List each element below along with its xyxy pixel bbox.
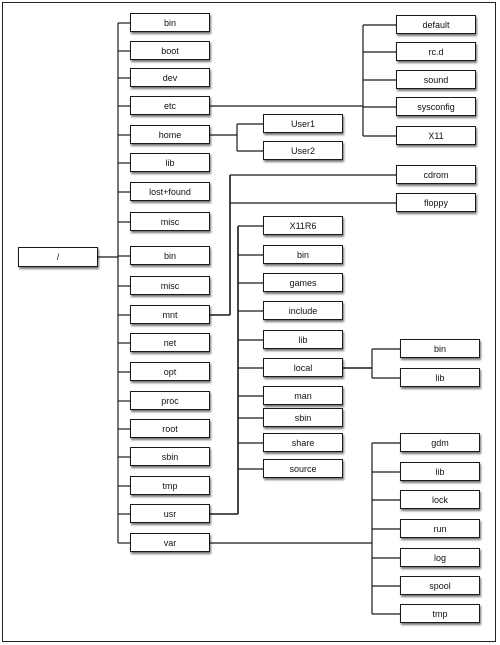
node-lib: lib [130,153,210,172]
node-usr-local: local [263,358,343,377]
node-var-log: log [400,548,480,567]
node-mnt: mnt [130,305,210,324]
node-var-tmp: tmp [400,604,480,623]
node-etc-rc-d: rc.d [396,42,476,61]
node-usr-source: source [263,459,343,478]
node-var-lib: lib [400,462,480,481]
node-home: home [130,125,210,144]
node-tmp: tmp [130,476,210,495]
node-usr-include: include [263,301,343,320]
node-etc-default: default [396,15,476,34]
node-var-run: run [400,519,480,538]
node-usr-games: games [263,273,343,292]
node-usr-x11r6: X11R6 [263,216,343,235]
node-dev: dev [130,68,210,87]
node-home-user1: User1 [263,114,343,133]
node-sbin: sbin [130,447,210,466]
node-home-user2: User2 [263,141,343,160]
node-var-spool: spool [400,576,480,595]
node-usr-man: man [263,386,343,405]
node-usr-share: share [263,433,343,452]
node-opt: opt [130,362,210,381]
node-local-lib: lib [400,368,480,387]
node-net: net [130,333,210,352]
node-mnt-cdrom: cdrom [396,165,476,184]
node-etc-sysconfig: sysconfig [396,97,476,116]
node-var: var [130,533,210,552]
node-root-dir: root [130,419,210,438]
node-etc-sound: sound [396,70,476,89]
node-boot: boot [130,41,210,60]
node-proc: proc [130,391,210,410]
node-misc-2: misc [130,276,210,295]
node-etc: etc [130,96,210,115]
node-mnt-floppy: floppy [396,193,476,212]
node-bin: bin [130,13,210,32]
node-usr: usr [130,504,210,523]
node-var-lock: lock [400,490,480,509]
node-usr-sbin: sbin [263,408,343,427]
node-lost-found: lost+found [130,182,210,201]
node-local-bin: bin [400,339,480,358]
node-var-gdm: gdm [400,433,480,452]
node-root: / [18,247,98,267]
node-usr-bin: bin [263,245,343,264]
node-usr-lib: lib [263,330,343,349]
node-misc: misc [130,212,210,231]
node-etc-x11: X11 [396,126,476,145]
node-bin-2: bin [130,246,210,265]
